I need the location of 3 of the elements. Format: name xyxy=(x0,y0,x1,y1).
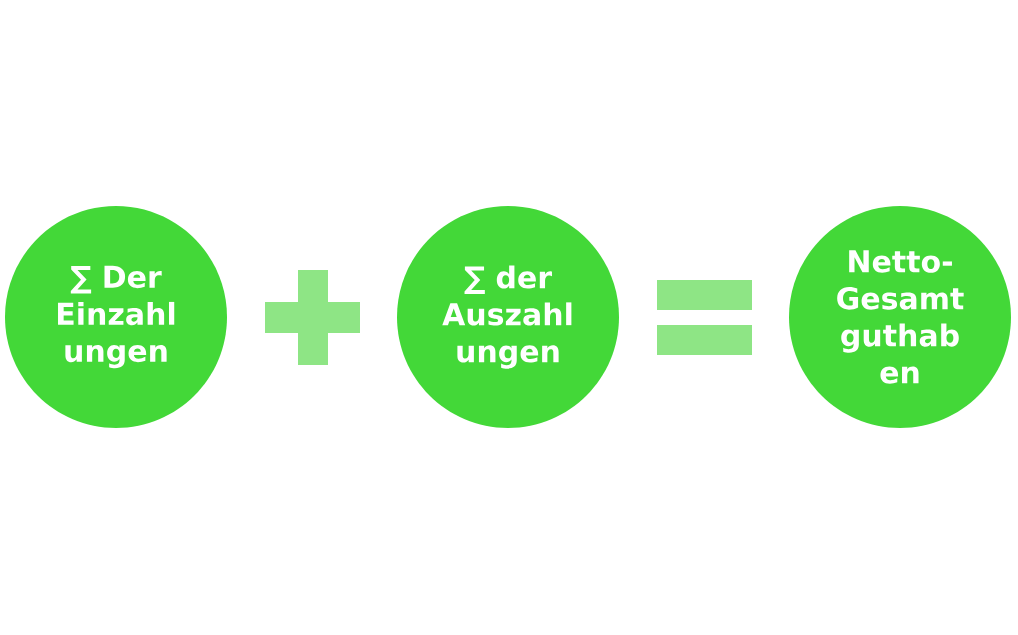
circle-node: ∑ Der Einzahl ungen xyxy=(5,206,227,428)
circle-node: Netto-Gesamt guthab en xyxy=(789,206,1011,428)
circle-node: ∑ der Auszahl ungen xyxy=(397,206,619,428)
